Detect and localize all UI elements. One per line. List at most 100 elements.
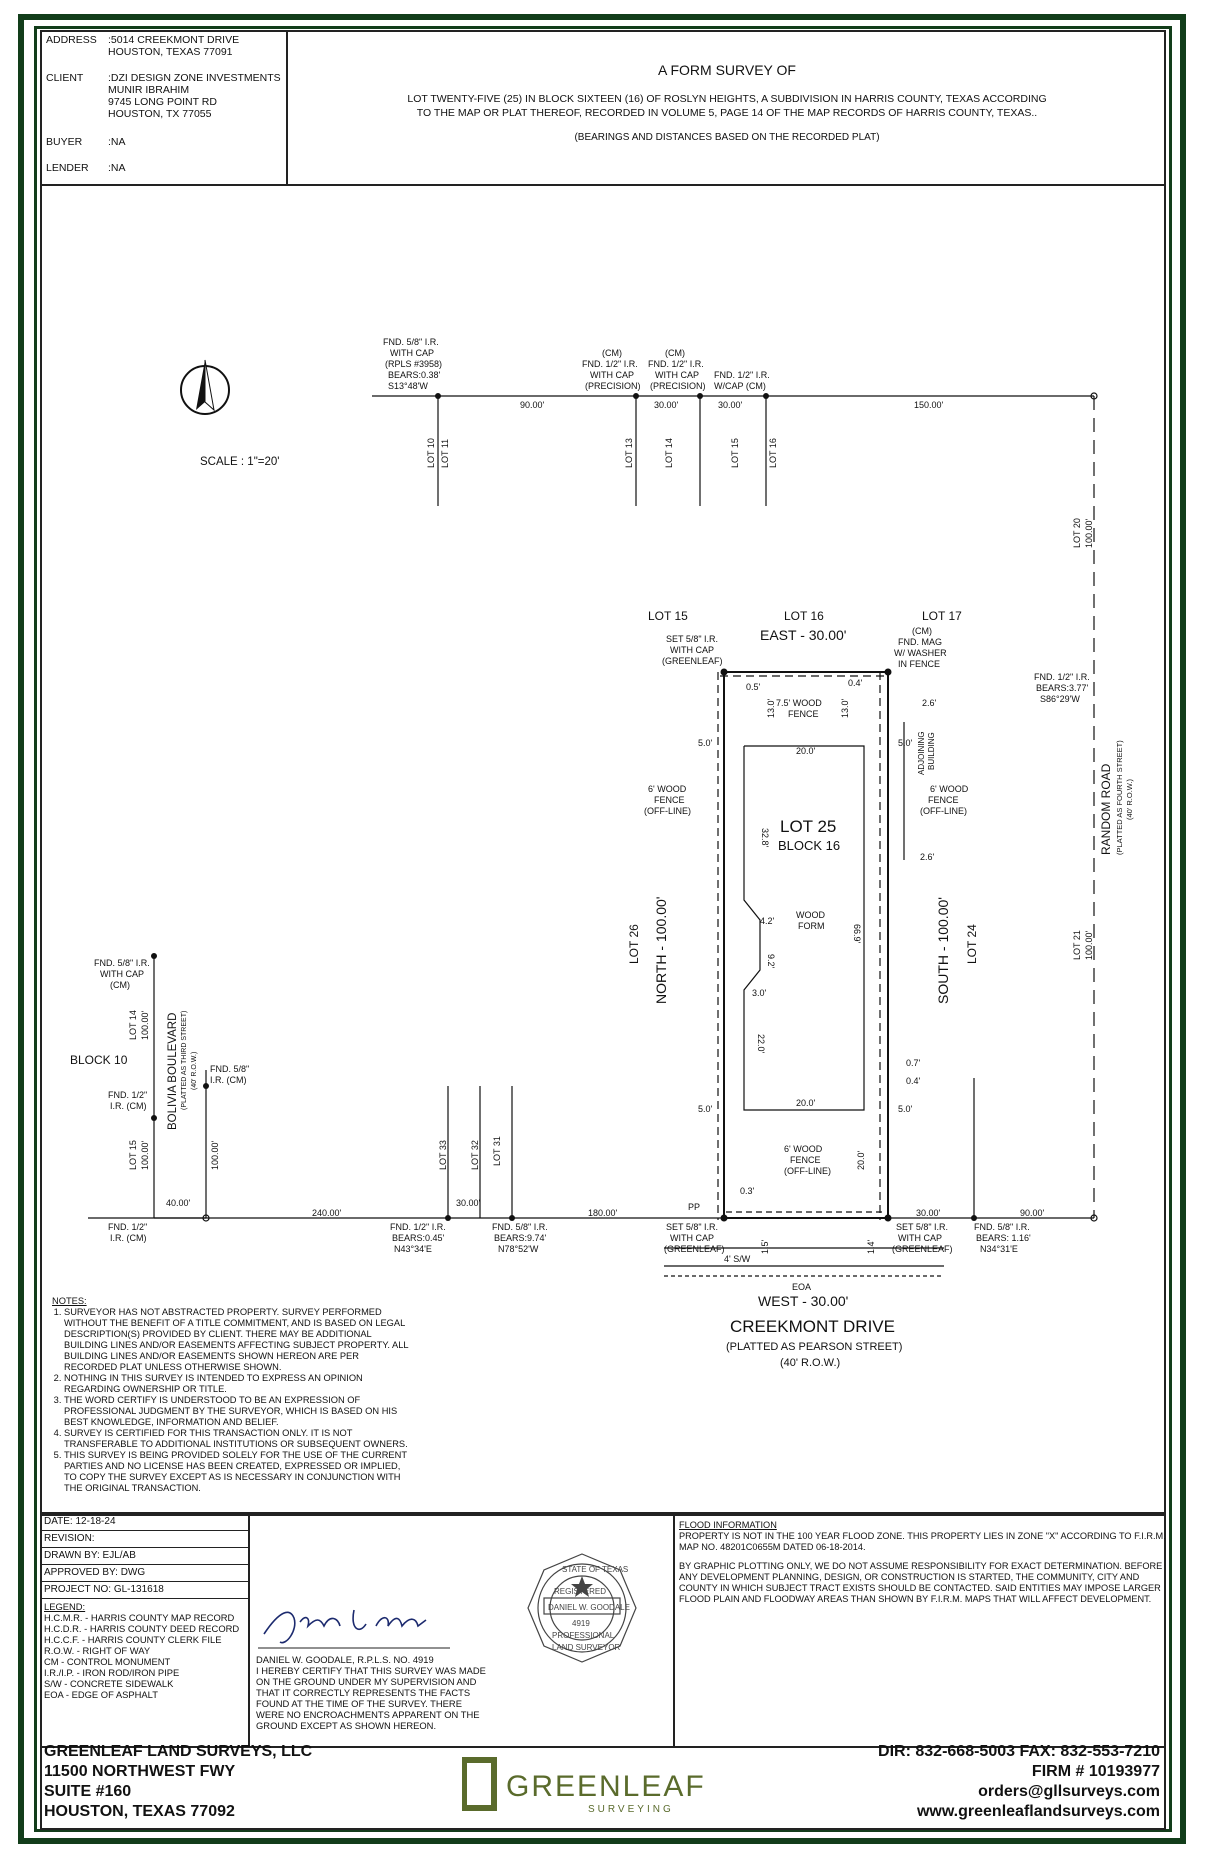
bearings-note: (BEARINGS AND DISTANCES BASED ON THE REC… [574, 132, 880, 143]
svg-text:WOOD: WOOD [796, 910, 825, 920]
svg-text:SET 5/8" I.R.: SET 5/8" I.R. [666, 1222, 718, 1232]
set-se-label: SET 5/8" I.R. WITH CAP (GREENLEAF) [892, 1222, 953, 1254]
legend-item: S/W - CONCRETE SIDEWALK [44, 1678, 174, 1689]
seal-number: 4919 [572, 1619, 590, 1628]
dim-5-b: 5.0' [898, 738, 913, 748]
dim-3-0: 3.0' [752, 988, 767, 998]
surveyor-certification: DANIEL W. GOODALE, R.P.L.S. NO. 4919 I H… [256, 1654, 486, 1731]
random-road-sub: (PLATTED AS FOURTH STREET) [1115, 740, 1124, 855]
monument-sw-corner [720, 1214, 728, 1222]
lot-10-label: LOT 10 [426, 438, 436, 468]
fnd-bottom-2-label: FND. 5/8" I.R. BEARS:9.74' N78°52'W [492, 1222, 548, 1254]
top-monument-3-label: (CM) FND. 1/2" I.R. WITH CAP (PRECISION) [648, 348, 706, 391]
company-bar [40, 1748, 1166, 1830]
buyer-label: BUYER [46, 136, 83, 148]
svg-text:(CM): (CM) [110, 980, 130, 990]
logo-name: GREENLEAF [506, 1770, 706, 1803]
fnd-bottom-3-label: FND. 5/8" I.R. BEARS: 1.16' N34°31'E [974, 1222, 1031, 1254]
dist-240: 240.00' [312, 1208, 342, 1218]
svg-text:(OFF-LINE): (OFF-LINE) [644, 806, 691, 816]
dist-180: 180.00' [588, 1208, 618, 1218]
dim-20-b: 20.0' [796, 1098, 816, 1108]
svg-text:FENCE: FENCE [928, 795, 959, 805]
legal-description-line-2: TO THE MAP OR PLAT THEREOF, RECORDED IN … [416, 107, 1038, 119]
lot-20-label: LOT 20 [1072, 518, 1082, 548]
svg-text:N78°52'W: N78°52'W [498, 1244, 539, 1254]
svg-text:WITH CAP: WITH CAP [670, 645, 714, 655]
note-item: NOTHING IN THIS SURVEY IS INTENDED TO EX… [64, 1373, 412, 1395]
set-sw-label: SET 5/8" I.R. WITH CAP (GREENLEAF) [664, 1222, 725, 1254]
dim-2-6-b: 2.6' [920, 852, 935, 862]
lot-11-label: LOT 11 [440, 439, 450, 468]
random-road-label: RANDOM ROAD [1099, 763, 1113, 855]
svg-text:(GREENLEAF): (GREENLEAF) [662, 656, 723, 666]
notes-heading: NOTES: [52, 1296, 87, 1306]
logo-sub: SURVEYING [588, 1804, 674, 1815]
lot-15-vert-label: LOT 15 [730, 438, 740, 468]
svg-text:6' WOOD: 6' WOOD [930, 784, 969, 794]
svg-text:SET 5/8" I.R.: SET 5/8" I.R. [666, 634, 718, 644]
dim-0-4: 0.4' [848, 678, 863, 688]
svg-text:W/CAP (CM): W/CAP (CM) [714, 381, 766, 391]
drawn-by-field: DRAWN BY: EJL/AB [40, 1548, 248, 1565]
svg-text:(CM): (CM) [665, 348, 685, 358]
dist-90: 90.00' [520, 400, 545, 410]
company-addr-1: 11500 NORTHWEST FWY [44, 1763, 236, 1780]
dim-4-2: 4.2' [760, 916, 775, 926]
dist-40: 40.00' [166, 1198, 191, 1208]
footer-box [40, 1514, 1166, 1748]
company-addr-2: SUITE #160 [44, 1783, 132, 1800]
dist-30-c: 30.00' [456, 1198, 481, 1208]
note-item: THE WORD CERTIFY IS UNDERSTOOD TO BE AN … [64, 1395, 412, 1428]
svg-text:FND. 5/8": FND. 5/8" [210, 1064, 249, 1074]
svg-text:FENCE: FENCE [790, 1155, 821, 1165]
monument-left-2 [151, 1115, 157, 1121]
certification-text: I HEREBY CERTIFY THAT THIS SURVEY WAS MA… [256, 1665, 486, 1731]
dist-90-b: 90.00' [1020, 1208, 1045, 1218]
website-link[interactable]: www.greenleaflandsurveys.com [916, 1803, 1160, 1820]
greenleaf-logo: GREENLEAF SURVEYING [462, 1757, 706, 1815]
lot-26-label: LOT 26 [627, 924, 641, 964]
fence-bottom-label: 6' WOOD FENCE (OFF-LINE) [784, 1144, 831, 1176]
random-road-row: (40' R.O.W.) [1125, 778, 1134, 820]
dist-30-d: 30.00' [916, 1208, 941, 1218]
company-contact: DIR: 832-668-5003 FAX: 832-553-7210 FIRM… [878, 1742, 1160, 1822]
lot-14-left-dist: 100.00' [140, 1010, 150, 1040]
seal-registered: REGISTERED [554, 1587, 606, 1596]
sidewalk-label: 4' S/W [724, 1254, 751, 1264]
flood-zone-text: PROPERTY IS NOT IN THE 100 YEAR FLOOD ZO… [679, 1531, 1166, 1552]
svg-text:I.R. (CM): I.R. (CM) [110, 1233, 147, 1243]
monument-top-1 [435, 393, 441, 399]
outer-frame [18, 14, 1186, 1844]
north-line-label: NORTH - 100.00' [653, 897, 669, 1004]
dim-5-c: 5.0' [698, 1104, 713, 1114]
north-arrow-icon [180, 359, 230, 415]
certification-panel: STATE OF TEXAS REGISTERED DANIEL W. GOOD… [250, 1514, 675, 1748]
fnd-left-3-label: FND. 5/8" I.R. (CM) [210, 1064, 249, 1085]
fnd-ne-label: (CM) FND. MAG W/ WASHER IN FENCE [894, 626, 947, 669]
dim-13-a: 13.0' [766, 698, 776, 718]
legal-description: LOT TWENTY-FIVE (25) IN BLOCK SIXTEEN (1… [320, 92, 1134, 120]
svg-text:BEARS:0.45': BEARS:0.45' [392, 1233, 445, 1243]
seal-land: LAND SURVEYOR [552, 1643, 621, 1652]
svg-text:(PRECISION): (PRECISION) [650, 381, 706, 391]
client-label: CLIENT [46, 72, 84, 84]
svg-text:BEARS:0.38': BEARS:0.38' [388, 370, 441, 380]
svg-text:N43°34'E: N43°34'E [394, 1244, 432, 1254]
scale-label: SCALE : 1"=20' [200, 456, 279, 468]
svg-text:FND. 1/2": FND. 1/2" [108, 1222, 147, 1232]
dim-0-7: 0.7' [906, 1058, 921, 1068]
email-link[interactable]: orders@gllsurveys.com [978, 1783, 1160, 1800]
lot-16-vert-label: LOT 16 [768, 438, 778, 468]
svg-text:(OFF-LINE): (OFF-LINE) [784, 1166, 831, 1176]
svg-text:IN FENCE: IN FENCE [898, 659, 940, 669]
svg-text:FND. 5/8" I.R.: FND. 5/8" I.R. [94, 958, 150, 968]
dist-150: 150.00' [914, 400, 944, 410]
seal-professional: PROFESSIONAL [552, 1631, 615, 1640]
svg-text:6' WOOD: 6' WOOD [784, 1144, 823, 1154]
dim-0-5: 0.5' [746, 682, 761, 692]
svg-text:I.R. (CM): I.R. (CM) [210, 1075, 247, 1085]
svg-text:(RPLS #3958): (RPLS #3958) [385, 359, 442, 369]
address-value: :5014 CREEKMONT DRIVE HOUSTON, TEXAS 770… [108, 34, 240, 58]
inner-frame [34, 26, 1172, 1832]
